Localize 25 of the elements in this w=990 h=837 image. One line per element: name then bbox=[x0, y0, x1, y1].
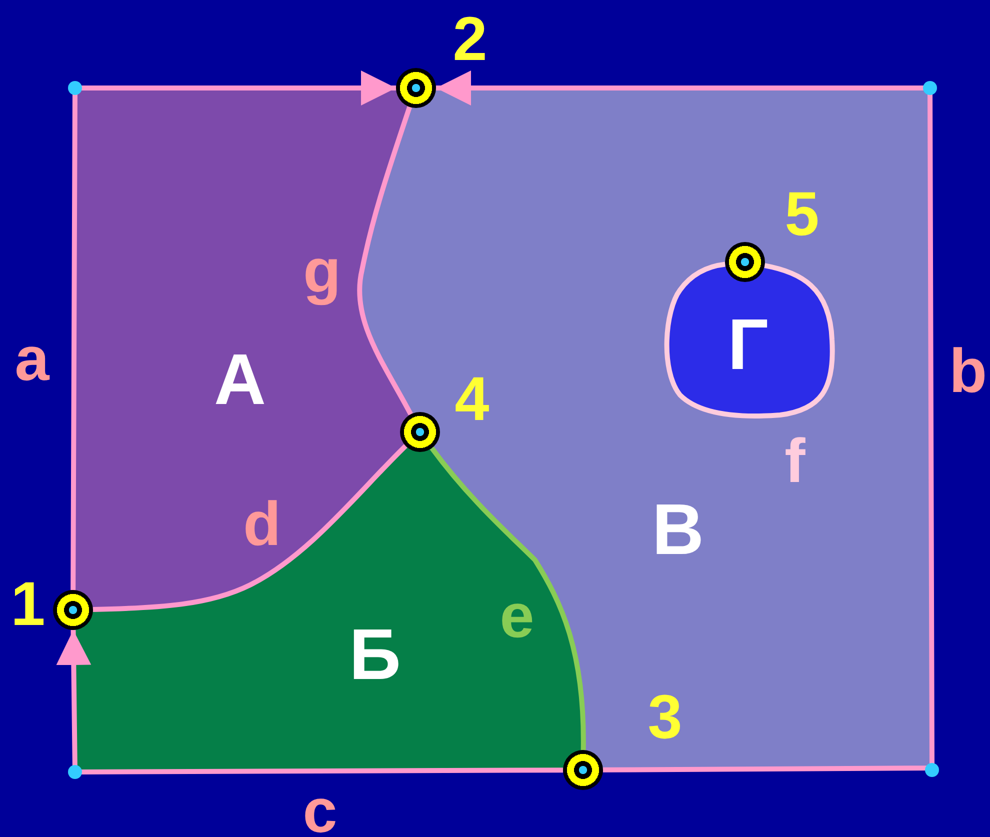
region-letter: В bbox=[652, 494, 704, 566]
boundary-line bbox=[430, 446, 586, 750]
vertex-number: 3 bbox=[648, 687, 682, 749]
vertex-number: 5 bbox=[784, 184, 820, 246]
vertex-circle bbox=[53, 590, 93, 630]
vertex-circle bbox=[396, 68, 436, 108]
edge-label: c bbox=[302, 781, 338, 837]
edge-label: f bbox=[784, 431, 806, 493]
edge-label: e bbox=[500, 586, 534, 648]
vertex-number: 1 bbox=[10, 574, 46, 636]
vertex-circle bbox=[563, 750, 603, 790]
boundary-line bbox=[70, 70, 396, 590]
boundary-line bbox=[56, 630, 563, 774]
region-letter: Г bbox=[728, 309, 768, 381]
boundary-line bbox=[436, 70, 934, 772]
region-letter: А bbox=[214, 344, 266, 416]
edge-label: d bbox=[243, 494, 281, 556]
vertex-number: 4 bbox=[454, 369, 490, 431]
boundary-line bbox=[92, 444, 408, 612]
boundary-line bbox=[357, 106, 413, 416]
edge-label: b bbox=[949, 341, 987, 403]
vertex-number: 2 bbox=[452, 9, 488, 71]
edge-label: a bbox=[14, 329, 50, 391]
edge-label: g bbox=[303, 241, 341, 303]
region-letter: Б bbox=[349, 619, 401, 691]
